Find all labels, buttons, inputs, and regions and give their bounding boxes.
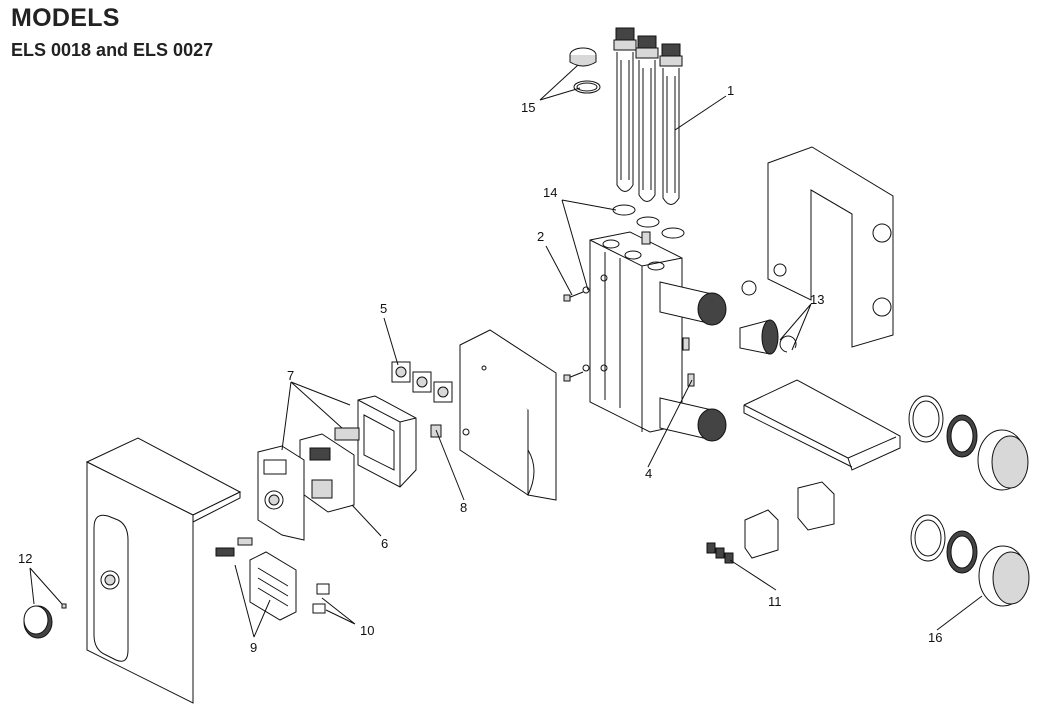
page-title: MODELS: [11, 4, 120, 32]
part-connectors: [312, 583, 330, 614]
callout-16: 16: [928, 630, 942, 645]
part-control-board: [299, 433, 355, 513]
part-flow-switch: [739, 280, 797, 355]
callout-14: 14: [543, 185, 557, 200]
callout-5: 5: [380, 301, 387, 316]
callout-2: 2: [537, 229, 544, 244]
callout-6: 6: [381, 536, 388, 551]
callout-7: 7: [287, 368, 294, 383]
part-inner-shroud: [459, 329, 557, 501]
part-cap-oring: [569, 47, 601, 94]
part-sensor-fittings: [682, 337, 695, 387]
callout-8: 8: [460, 500, 467, 515]
part-union-bottom: [910, 514, 1030, 607]
callout-13: 13: [810, 292, 824, 307]
callout-1: 1: [727, 83, 734, 98]
callout-15: 15: [521, 100, 535, 115]
part-front-cover: [85, 437, 242, 704]
part-washers: [582, 286, 590, 372]
callout-9: 9: [250, 640, 257, 655]
part-display-plate: [257, 445, 305, 541]
part-terminal-blocks: [391, 361, 453, 403]
part-knob: [23, 603, 67, 639]
callout-10: 10: [360, 623, 374, 638]
leader-lines: [29, 64, 983, 638]
part-pipe-clamps: [744, 481, 835, 559]
callout-11: 11: [768, 594, 782, 609]
callout-4: 4: [645, 466, 652, 481]
model-subtitle: ELS 0018 and ELS 0027: [11, 40, 214, 60]
part-heater-manifold: [589, 231, 727, 442]
part-relays: [706, 542, 734, 564]
part-element-orings: [612, 204, 685, 239]
part-rear-bracket: [767, 146, 894, 348]
part-control-box: [334, 395, 417, 488]
part-union-top: [908, 395, 1029, 491]
part-terminal-strip: [215, 537, 297, 621]
callout-12: 12: [18, 551, 32, 566]
part-bleed-screws: [563, 291, 584, 382]
part-heating-elements: [613, 27, 683, 205]
callouts: 1 2 4 5 6 7 8 9 10 11 12 13 14 15 16: [18, 83, 942, 655]
part-base-bracket: [743, 379, 901, 471]
